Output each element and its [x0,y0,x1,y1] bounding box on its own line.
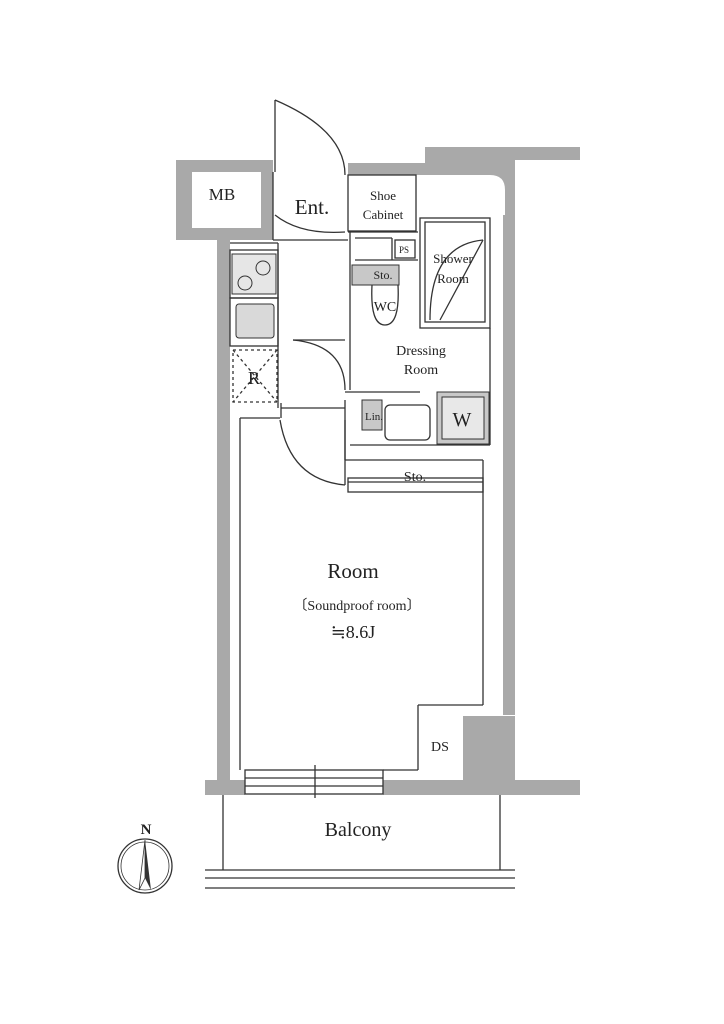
wc-shelf [351,264,400,286]
stove [231,253,277,295]
label-refrigerator: R [248,368,260,388]
top-wall-right [348,163,428,175]
labels: MB Ent. Shoe Cabinet PS Shower Room Sto.… [209,185,474,841]
label-dressing-1: Dressing [396,344,446,359]
label-entrance: Ent. [295,195,329,219]
label-storage-room: Sto. [404,470,426,485]
label-ds: DS [431,740,449,755]
label-room-size: ≒8.6J [331,622,376,642]
label-shoe-cabinet-2: Cabinet [363,207,404,222]
label-storage-wc: Sto. [373,268,392,282]
compass-north-label: N [141,822,152,838]
bottom-left-wall [205,780,245,795]
bottom-right-pillar [383,716,580,795]
label-washer: W [453,409,472,431]
label-shower-1: Shower [433,251,473,266]
label-mb: MB [209,185,235,204]
label-dressing-2: Room [404,363,438,378]
walls [176,147,580,795]
label-linen: Lin. [365,411,383,423]
compass: N [117,822,173,894]
left-wall [217,240,230,785]
label-ps: PS [399,245,409,255]
label-shower-2: Room [437,271,469,286]
label-shoe-cabinet-1: Shoe [370,188,396,203]
label-room-note: 〔Soundproof room〕 [293,598,420,614]
right-wall [503,215,515,715]
mb-wall [176,160,273,240]
label-wc: WC [374,300,397,315]
label-room: Room [327,559,378,583]
compass-circle [117,838,173,894]
sink [235,303,275,339]
top-right-wall [425,147,580,220]
fixtures [231,253,490,445]
linen-cabinet [361,399,383,431]
interior-lines [205,99,515,889]
label-balcony: Balcony [325,819,392,841]
